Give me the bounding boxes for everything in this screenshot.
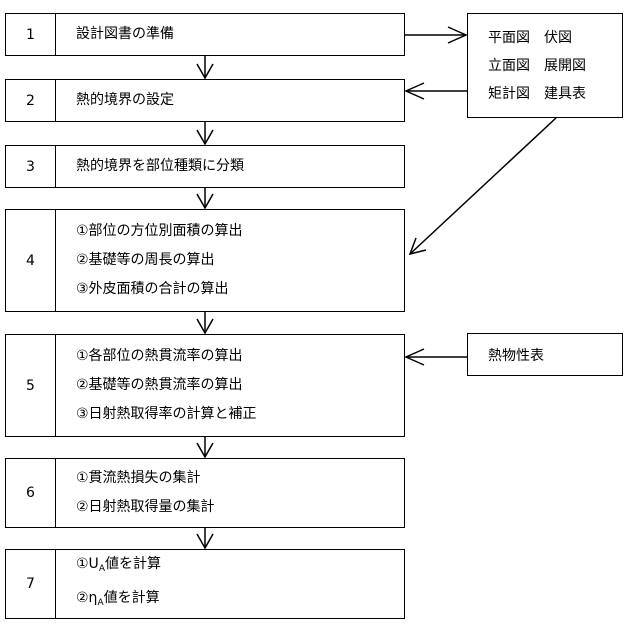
down-arrow [196,188,214,210]
diagonal-arrow [408,117,557,256]
step-number: 5 [6,335,56,436]
text: 値を計算 [103,590,160,606]
step-number: 4 [6,210,56,311]
down-arrow [196,56,214,80]
subscript: A [97,598,104,608]
step-number: 6 [6,459,56,527]
step-text: ②基礎等の周長の算出 [76,252,215,268]
drawing-name: 伏図 [544,30,572,46]
step-number: 7 [6,550,56,618]
step-text: ①部位の方位別面積の算出 [76,223,243,239]
left-arrow [404,82,467,100]
thermal-properties-box: 熱物性表 [467,333,623,376]
step-text: ③日射熱取得率の計算と補正 [76,406,257,422]
drawing-name: 平面図 [488,30,530,46]
text: ①U [76,556,99,572]
step-text: 熱的境界を部位種類に分類 [76,158,244,174]
down-arrow [196,312,214,335]
drawing-name: 矩計図 [488,86,530,102]
drawings-box: 平面図伏図 立面図展開図 矩計図建具表 [467,13,623,118]
step-text: ②日射熱取得量の集計 [76,499,215,515]
subscript: A [98,564,105,574]
drawing-name: 建具表 [544,86,586,102]
step-text: ①各部位の熱貫流率の算出 [76,348,243,364]
text: ②η [76,590,98,606]
down-arrow [196,437,214,459]
drawings-row: 平面図伏図 [488,27,572,47]
down-arrow [196,122,214,146]
step-number: 3 [6,146,56,187]
step-number: 2 [6,80,56,121]
step-text: ②基礎等の熱貫流率の算出 [76,377,243,393]
left-arrow [404,348,467,366]
step-5-box: 5 ①各部位の熱貫流率の算出 ②基礎等の熱貫流率の算出 ③日射熱取得率の計算と補… [5,334,405,437]
step-6-box: 6 ①貫流熱損失の集計 ②日射熱取得量の集計 [5,458,405,528]
step-text: 熱的境界の設定 [76,92,174,108]
step-1-box: 1 設計図書の準備 [5,13,405,56]
text: 値を計算 [104,556,161,572]
step-text: ③外皮面積の合計の算出 [76,281,229,297]
drawing-name: 立面図 [488,58,530,74]
right-arrow [405,26,468,44]
drawing-name: 展開図 [544,58,586,74]
step-4-box: 4 ①部位の方位別面積の算出 ②基礎等の周長の算出 ③外皮面積の合計の算出 [5,209,405,312]
step-text: 設計図書の準備 [76,26,174,42]
down-arrow [196,528,214,550]
step-number: 1 [6,14,56,55]
drawings-row: 矩計図建具表 [488,83,586,103]
thermal-properties-label: 熱物性表 [488,348,544,364]
step-text: ①貫流熱損失の集計 [76,470,201,486]
step-text-eta-a: ②ηA値を計算 [76,584,161,618]
step-text-ua: ①UA値を計算 [76,550,161,584]
drawings-row: 立面図展開図 [488,55,586,75]
step-7-box: 7 ①UA値を計算 ②ηA値を計算 [5,549,405,619]
